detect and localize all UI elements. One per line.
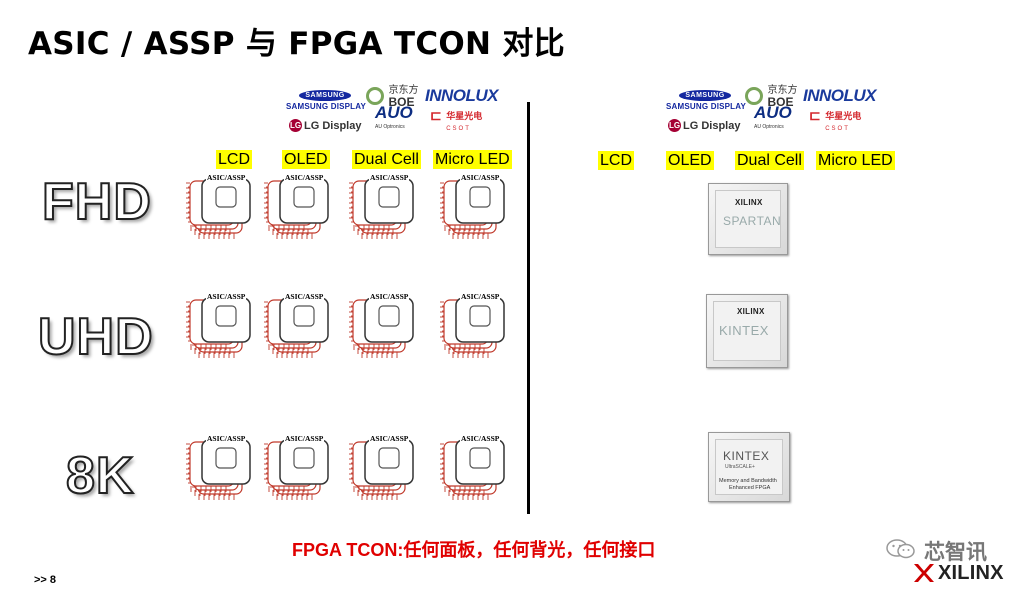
col-label-oled: OLED <box>282 150 330 169</box>
xilinx-chip-brand: XILINX <box>737 307 765 316</box>
innolux-logo: INNOLUX <box>425 86 499 105</box>
fpga-desc-line1: Memory and Bandwidth <box>719 478 777 484</box>
asic-chip: ASIC/ASSP <box>264 173 338 239</box>
wechat-icon <box>886 538 916 560</box>
row-label-uhd: UHD <box>37 307 154 367</box>
asic-chip-label: ASIC/ASSP <box>369 292 410 301</box>
boe-logo-right: 京东方 BOE <box>745 83 797 108</box>
asic-chip-label: ASIC/ASSP <box>460 173 501 182</box>
asic-chip-label: ASIC/ASSP <box>460 292 501 301</box>
kintex-label: KINTEX <box>719 323 769 338</box>
kintex-ultrascale-label: KINTEX <box>723 449 770 463</box>
slide-title: ASIC / ASSP 与 FPGA TCON 对比 <box>28 26 565 62</box>
xilinx-brand: XILINX <box>938 562 1004 584</box>
csot-icon: ⊏ <box>430 107 442 123</box>
boe-icon <box>745 86 763 105</box>
asic-chip-label: ASIC/ASSP <box>284 434 325 443</box>
tagline: FPGA TCON:任何面板，任何背光，任何接口 <box>292 540 656 560</box>
innolux-logo-right: INNOLUX <box>803 86 877 105</box>
row-label-8k: 8K <box>65 446 135 506</box>
asic-chip: ASIC/ASSP <box>440 292 514 358</box>
samsung-display-logo: SAMSUNG SAMSUNG DISPLAY <box>286 90 367 111</box>
row-label-fhd: FHD <box>41 172 152 232</box>
asic-chip: ASIC/ASSP <box>440 173 514 239</box>
asic-chip: ASIC/ASSP <box>349 434 423 500</box>
asic-chip-label: ASIC/ASSP <box>206 292 247 301</box>
csot-logo-right: ⊏ 华星光电 CSOT <box>809 107 862 132</box>
asic-chip-label: ASIC/ASSP <box>369 434 410 443</box>
asic-chip: ASIC/ASSP <box>349 292 423 358</box>
asic-chip-label: ASIC/ASSP <box>460 434 501 443</box>
samsung-display-logo-right: SAMSUNG SAMSUNG DISPLAY <box>666 90 747 111</box>
fpga-desc-line2: Enhanced FPGA <box>729 485 771 491</box>
boe-logo: 京东方 BOE <box>366 83 418 108</box>
col-label-lcd: LCD <box>216 150 253 169</box>
col-label-micro-led: Micro LED <box>433 150 512 169</box>
col-label-dual-cell: Dual Cell <box>352 150 421 169</box>
asic-chip: ASIC/ASSP <box>186 173 260 239</box>
asic-chip: ASIC/ASSP <box>186 292 260 358</box>
auo-logo-right: AUO AU Optronics <box>754 103 792 130</box>
watermark-text: 芯智讯 <box>924 540 987 564</box>
xilinx-logo-icon <box>912 562 936 584</box>
auo-logo: AUO AU Optronics <box>375 103 413 130</box>
fpga-chip-kintex-ultrascale: KINTEX UltraSCALE+ Memory and Bandwidth … <box>708 432 790 502</box>
asic-chip: ASIC/ASSP <box>186 434 260 500</box>
col-label-micro-led-right: Micro LED <box>816 151 895 170</box>
ultrascale-sub: UltraSCALE+ <box>725 464 755 470</box>
asic-chip-label: ASIC/ASSP <box>284 292 325 301</box>
divider-line <box>527 102 530 514</box>
col-label-dual-cell-right: Dual Cell <box>735 151 804 170</box>
asic-chip-label: ASIC/ASSP <box>206 173 247 182</box>
asic-chip: ASIC/ASSP <box>264 434 338 500</box>
csot-logo: ⊏ 华星光电 CSOT <box>430 107 483 132</box>
asic-chip-label: ASIC/ASSP <box>206 434 247 443</box>
asic-chip-label: ASIC/ASSP <box>369 173 410 182</box>
fpga-chip-spartan: XILINX SPARTAN <box>708 183 788 255</box>
boe-icon <box>366 86 384 105</box>
xilinx-chip-brand: XILINX <box>735 198 763 207</box>
asic-chip: ASIC/ASSP <box>440 434 514 500</box>
col-label-oled-right: OLED <box>666 151 714 170</box>
asic-chip-label: ASIC/ASSP <box>284 173 325 182</box>
asic-chip: ASIC/ASSP <box>264 292 338 358</box>
col-label-lcd-right: LCD <box>598 151 635 170</box>
spartan-label: SPARTAN <box>723 214 782 228</box>
csot-icon: ⊏ <box>809 107 821 123</box>
page-number: >> 8 <box>34 574 57 586</box>
fpga-chip-kintex: XILINX KINTEX <box>706 294 788 368</box>
asic-chip: ASIC/ASSP <box>349 173 423 239</box>
